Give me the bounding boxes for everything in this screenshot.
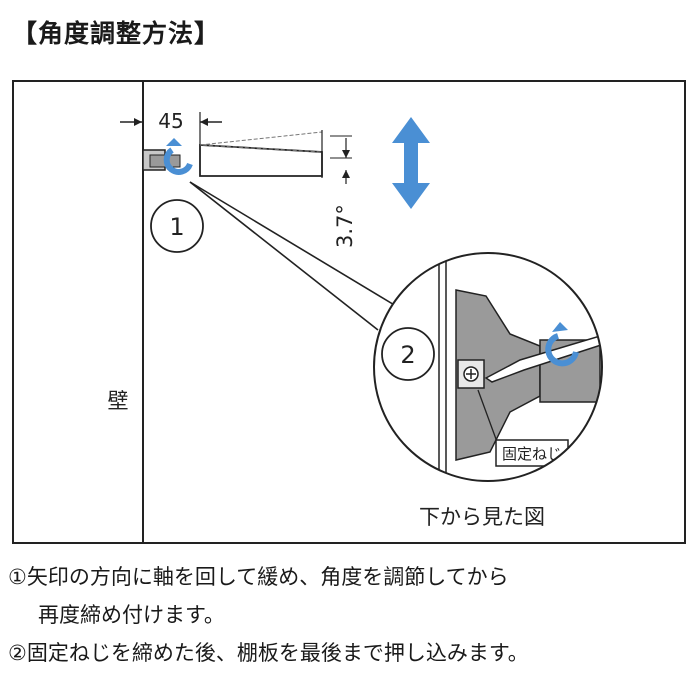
page-title: 【角度調整方法】 — [12, 19, 221, 48]
instruction-1: ①矢印の方向に軸を回して緩め、角度を調節してから — [8, 565, 509, 589]
magnified-view: 固定ねじ — [373, 252, 603, 482]
dimension-45-label: 45 — [158, 109, 183, 133]
callout-line-lower — [189, 181, 379, 331]
svg-text:1: 1 — [169, 213, 184, 241]
rotate-arrow-icon-1 — [163, 138, 193, 175]
instruction-1-cont: 再度締め付けます。 — [38, 603, 225, 627]
angle-adjustment-diagram: 45 3.7° 1 — [108, 80, 603, 544]
instructions: ①矢印の方向に軸を回して緩め、角度を調節してから 再度締め付けます。 ②固定ねじ… — [8, 558, 692, 672]
up-down-arrow-icon — [392, 117, 430, 209]
screw-label: 固定ねじ — [502, 445, 562, 463]
angle-label: 3.7° — [333, 204, 357, 248]
instruction-2: ②固定ねじを締めた後、棚板を最後まで押し込みます。 — [8, 641, 529, 665]
wall-label: 壁 — [108, 389, 129, 413]
dimension-45: 45 — [120, 109, 222, 150]
angle-dimension: 3.7° — [330, 135, 357, 248]
step-1-marker: 1 — [150, 199, 204, 253]
diagram-frame — [12, 80, 686, 544]
step-2-marker: 2 — [381, 327, 435, 381]
view-caption: 下から見た図 — [419, 505, 545, 529]
svg-text:2: 2 — [400, 341, 415, 369]
callout-line-upper — [189, 181, 397, 307]
